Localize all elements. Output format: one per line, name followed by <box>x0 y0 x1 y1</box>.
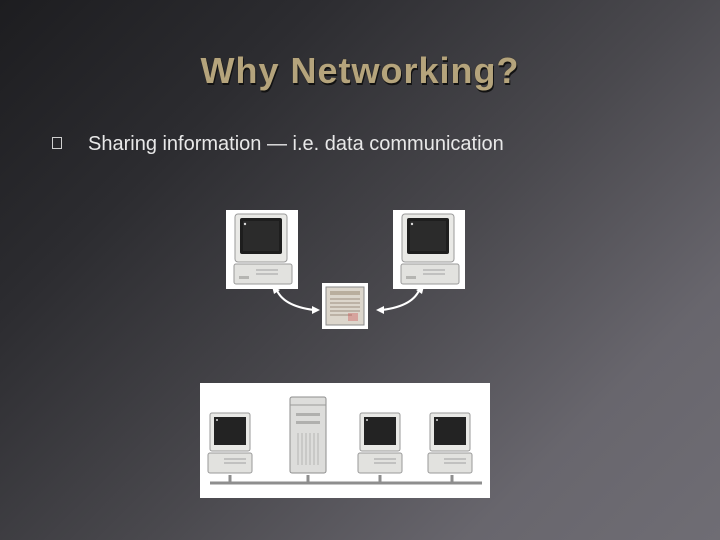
computer-left-icon <box>226 210 298 289</box>
arrow-left-icon <box>272 286 320 314</box>
slide-title: Why Networking? <box>200 50 520 91</box>
square-bullet-icon <box>52 137 62 149</box>
computer-icon <box>427 412 473 474</box>
bullet-text: Sharing information — i.e. data communic… <box>88 133 504 155</box>
server-icon <box>289 396 327 474</box>
bullet-item: Sharing information — i.e. data communic… <box>52 133 712 163</box>
network-diagram <box>200 383 490 498</box>
arrow-right-icon <box>376 286 424 314</box>
computer-right-icon <box>393 210 465 289</box>
document-icon <box>322 283 368 329</box>
computer-icon <box>207 412 253 474</box>
computer-icon <box>357 412 403 474</box>
